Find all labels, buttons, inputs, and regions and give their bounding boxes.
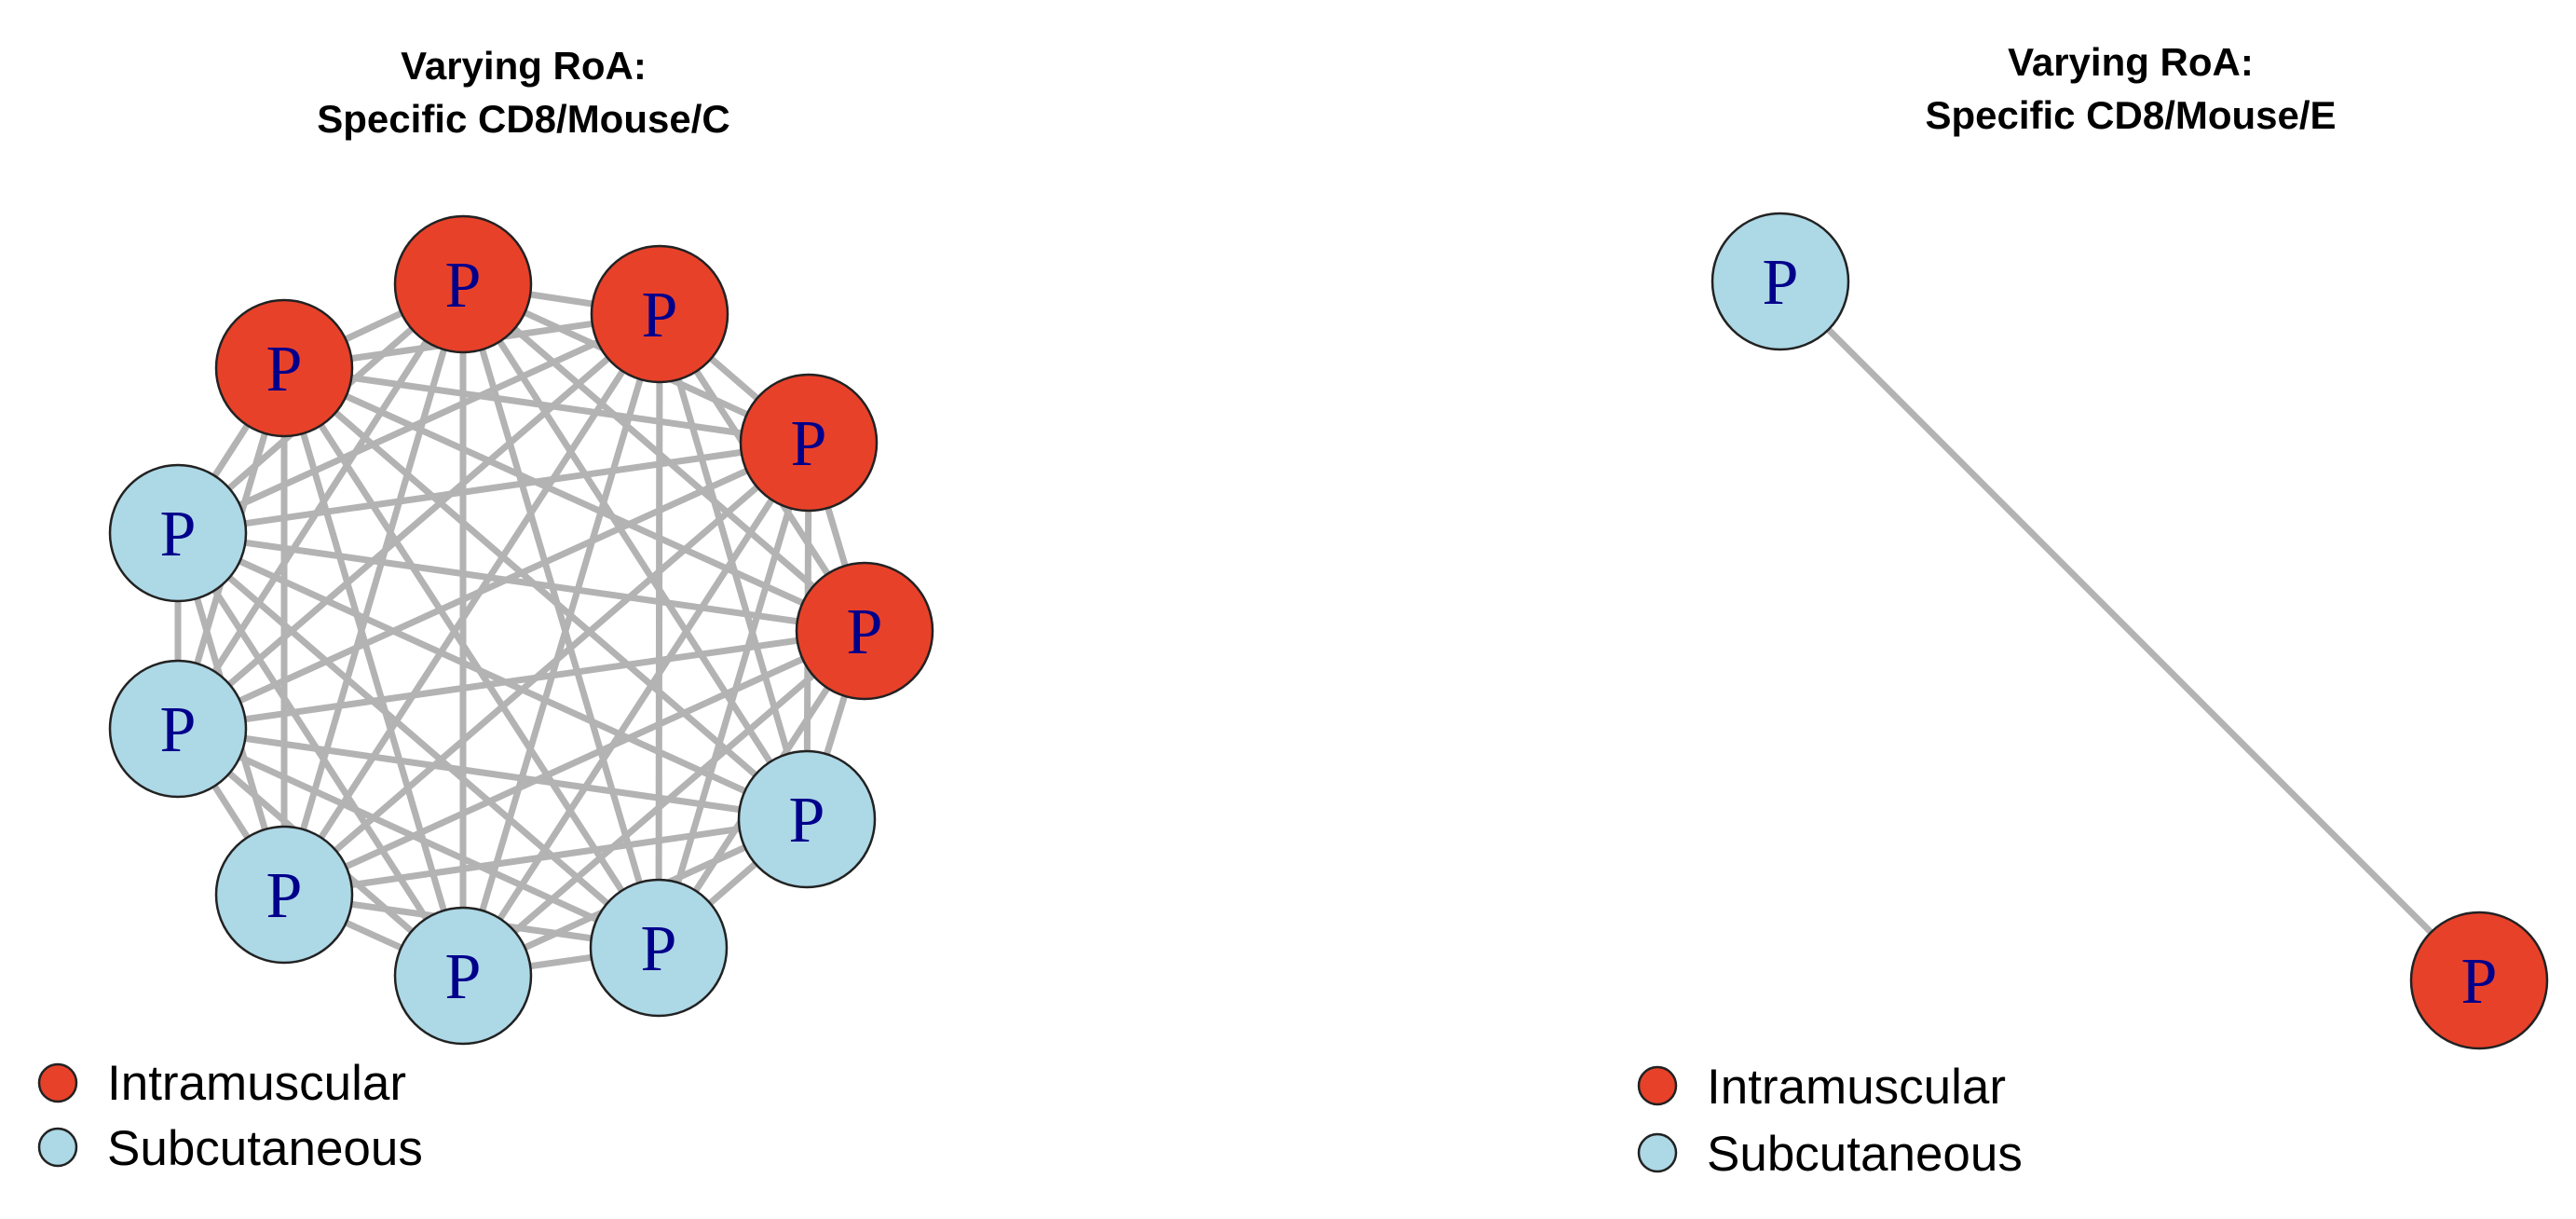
node-label: P	[641, 913, 677, 985]
node-subcutaneous: P	[589, 878, 729, 1018]
edge	[281, 365, 810, 822]
node-circle	[393, 906, 533, 1046]
legend-subcutaneous-label: Subcutaneous	[1707, 1127, 2023, 1182]
panel-e: Varying RoA: Specific CD8/Mouse/E PP Int…	[1637, 40, 2549, 1182]
node-label: P	[1763, 247, 1799, 319]
node-circle	[589, 878, 729, 1018]
edge	[281, 366, 661, 950]
node-label: P	[445, 250, 482, 322]
node-label: P	[445, 941, 482, 1013]
edge	[175, 531, 466, 978]
node-label: P	[266, 860, 303, 932]
edge	[460, 628, 867, 979]
legend-intramuscular-label: Intramuscular	[1707, 1060, 2006, 1115]
node-circle	[737, 749, 877, 889]
node-label: P	[2461, 946, 2498, 1018]
node-circle	[393, 214, 533, 354]
edge	[459, 283, 662, 949]
panel-c-legend: Intramuscular Subcutaneous	[37, 1056, 423, 1176]
legend-subcutaneous-swatch	[1637, 1132, 1678, 1173]
node-circle	[2409, 911, 2549, 1050]
legend-intramuscular-swatch	[37, 1062, 78, 1103]
panel-e-legend: Intramuscular Subcutaneous	[1637, 1060, 2023, 1182]
edge	[175, 530, 661, 951]
node-subcutaneous: P	[737, 749, 877, 889]
edge	[280, 367, 467, 977]
panel-c-title-line2: Specific CD8/Mouse/C	[317, 97, 729, 141]
panel-e-title-line1: Varying RoA:	[2008, 40, 2254, 84]
node-label: P	[160, 499, 197, 570]
legend-subcutaneous-swatch	[37, 1127, 78, 1168]
node-label: P	[789, 785, 825, 856]
node-circle	[214, 825, 354, 965]
node-intramuscular: P	[393, 214, 533, 354]
edge	[655, 442, 812, 949]
node-subcutaneous: P	[393, 906, 533, 1046]
panel-e-nodes: PP	[1711, 212, 2549, 1050]
node-intramuscular: P	[739, 373, 879, 513]
edge	[655, 313, 663, 949]
node-circle	[214, 298, 354, 438]
legend-subcutaneous-label: Subcutaneous	[107, 1121, 423, 1176]
edge	[282, 364, 866, 635]
node-circle	[108, 659, 248, 799]
node-circle	[108, 463, 248, 603]
node-subcutaneous: P	[108, 659, 248, 799]
node-circle	[1711, 212, 1850, 351]
edge	[1778, 279, 2482, 983]
edge	[177, 529, 865, 635]
edge	[176, 310, 661, 537]
panel-e-title-line2: Specific CD8/Mouse/E	[1925, 93, 2336, 137]
node-label: P	[847, 596, 883, 668]
node-label: P	[266, 334, 303, 405]
edge	[459, 313, 663, 977]
node-intramuscular: P	[2409, 911, 2549, 1050]
edge	[176, 725, 661, 952]
edge	[656, 313, 811, 820]
node-intramuscular: P	[590, 244, 729, 384]
edge	[175, 282, 466, 731]
edge	[281, 440, 811, 897]
node-subcutaneous: P	[214, 825, 354, 965]
node-subcutaneous: P	[108, 463, 248, 603]
edge	[283, 815, 808, 898]
node-intramuscular: P	[795, 561, 934, 701]
node-intramuscular: P	[214, 298, 354, 438]
panel-e-edges	[1778, 279, 2482, 983]
node-label: P	[642, 280, 678, 351]
node-subcutaneous: P	[1711, 212, 1850, 351]
node-circle	[739, 373, 879, 513]
legend-intramuscular-label: Intramuscular	[107, 1056, 406, 1111]
node-circle	[795, 561, 934, 701]
node-label: P	[160, 694, 197, 766]
legend-intramuscular-swatch	[1637, 1065, 1678, 1106]
edge	[460, 281, 867, 634]
panel-c-nodes: P P P P P P P P P P P	[108, 214, 934, 1046]
node-label: P	[791, 408, 827, 480]
edge	[283, 364, 810, 446]
node-circle	[590, 244, 729, 384]
panel-c-title-line1: Varying RoA:	[401, 44, 647, 88]
